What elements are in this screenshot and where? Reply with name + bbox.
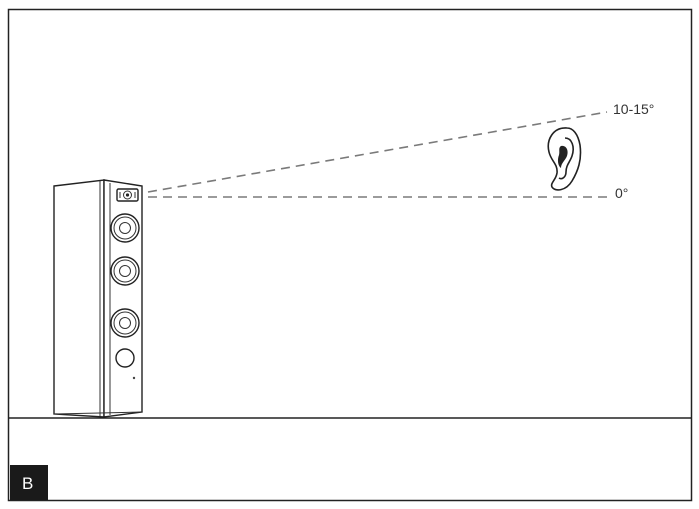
- speaker-woofer-lower: [110, 308, 140, 338]
- ear-inner-fold: [558, 137, 574, 180]
- speaker-woofer-middle: [110, 256, 140, 286]
- speaker-side-panel: [53, 179, 105, 418]
- upper-angle-label: 10-15°: [613, 101, 654, 117]
- ear-icon: [547, 127, 582, 191]
- speaker-plinth: [53, 411, 143, 415]
- speaker-tweeter: [116, 188, 139, 202]
- speaker-bass-port: [115, 348, 135, 368]
- floorstanding-speaker-icon: [53, 179, 143, 418]
- speaker-woofer-upper: [110, 213, 140, 243]
- lower-angle-label: 0°: [615, 185, 628, 201]
- ear-concha: [557, 145, 568, 168]
- panel-label-box: [10, 465, 48, 500]
- tilted-axis-dashed-line: [147, 111, 608, 193]
- speaker-screw: [132, 376, 136, 380]
- panel-label: B: [22, 474, 33, 493]
